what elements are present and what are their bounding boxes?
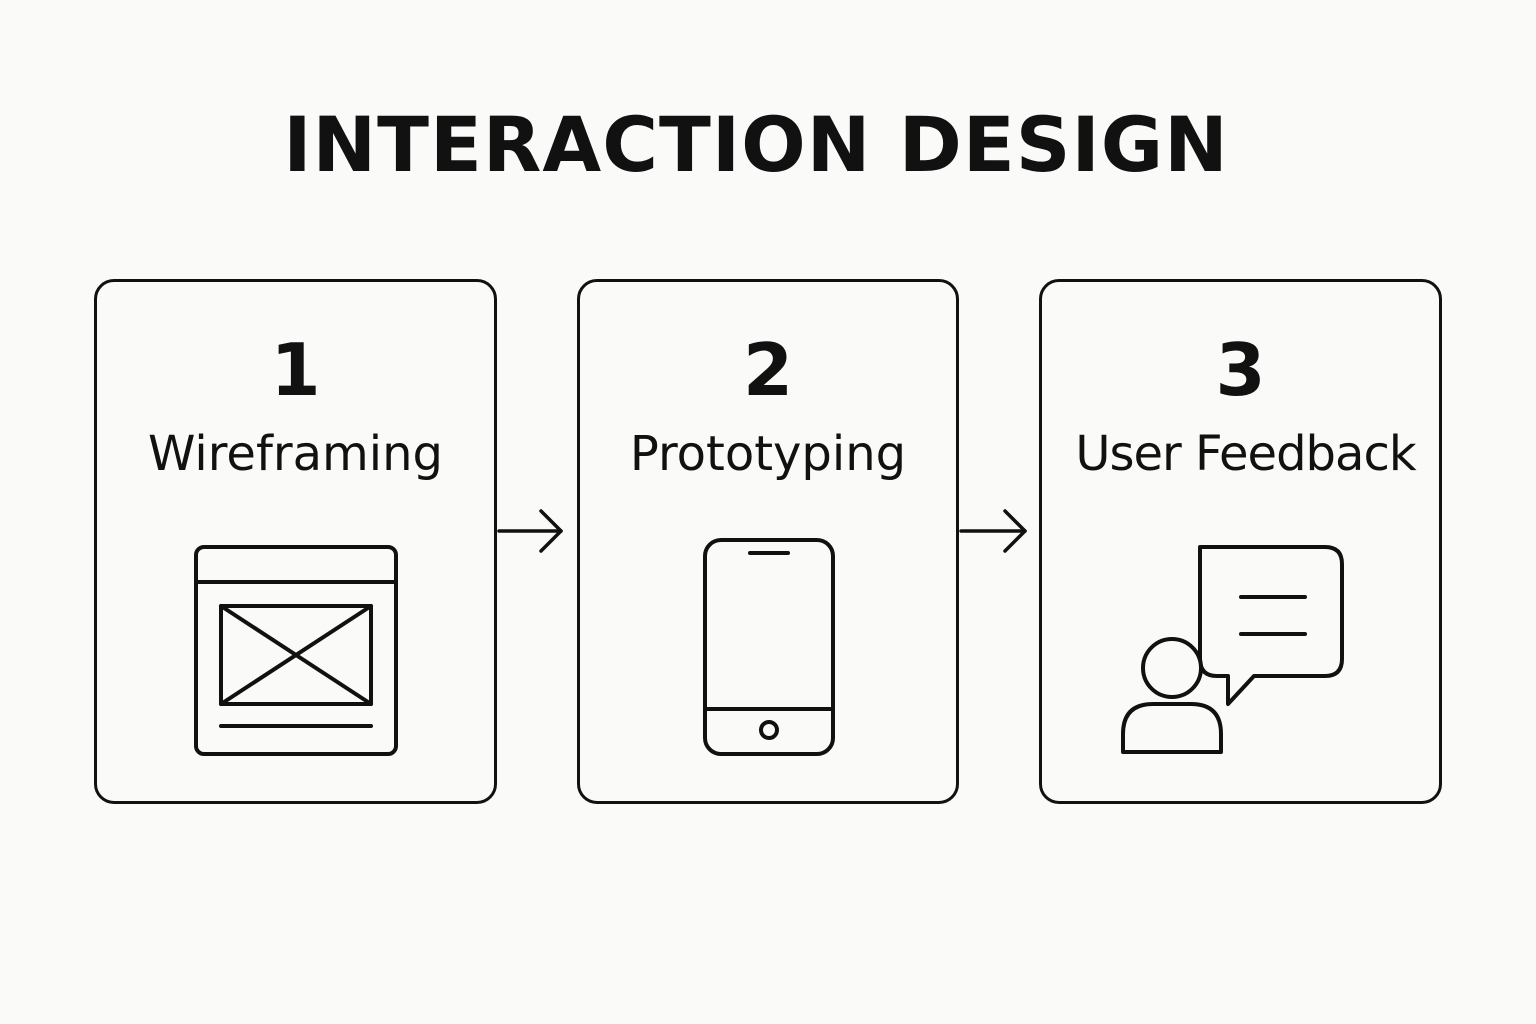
page-title: INTERACTION DESIGN [283, 100, 1229, 189]
wireframe-icon [194, 545, 398, 756]
step-number: 1 [270, 328, 321, 412]
step-label: Prototyping [629, 426, 907, 482]
step-number: 2 [742, 328, 794, 412]
smartphone-icon [703, 538, 835, 756]
step-card-user-feedback: 3 User Feedback [1039, 279, 1442, 804]
step-card-wireframing: 1 Wireframing [94, 279, 497, 804]
user-feedback-icon [1121, 545, 1344, 754]
arrow-right-icon [497, 509, 563, 553]
step-number: 3 [1215, 328, 1266, 412]
step-card-prototyping: 2 Prototyping [577, 279, 959, 804]
arrow-right-icon [959, 509, 1027, 553]
step-label: Wireframing [148, 426, 443, 482]
step-label: User Feedback [1075, 426, 1416, 482]
